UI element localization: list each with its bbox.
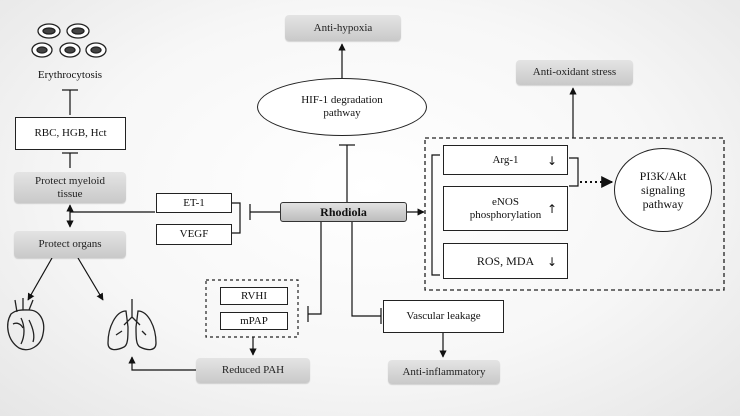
- anti-inflammatory-node: Anti-inflammatory: [388, 360, 500, 384]
- et1-node: ET-1: [156, 193, 232, 213]
- protect-myeloid-label: Protect myeloid tissue: [35, 174, 105, 200]
- anti-hypoxia-node: Anti-hypoxia: [285, 15, 401, 41]
- ros-down-arrow: ↓: [546, 255, 557, 269]
- heart-icon: [7, 298, 45, 351]
- mpap-node: mPAP: [220, 312, 288, 330]
- rhodiola-node: Rhodiola: [280, 202, 407, 222]
- lungs-icon: [107, 299, 157, 351]
- rbc-hgb-hct-node: RBC, HGB, Hct: [15, 117, 126, 150]
- reduced-pah-node: Reduced PAH: [196, 358, 310, 383]
- hif1-label: HIF-1 degradation pathway: [301, 94, 383, 119]
- arg1-label: Arg-1: [492, 153, 519, 166]
- erythrocytosis-label: Erythrocytosis: [37, 68, 103, 81]
- vegf-node: VEGF: [156, 224, 232, 245]
- vascular-leakage-node: Vascular leakage: [383, 300, 504, 333]
- enos-phosphorylation-node: eNOS phosphorylation ↑: [443, 186, 568, 231]
- enos-up-arrow: ↑: [546, 202, 557, 216]
- protect-myeloid-tissue-node: Protect myeloid tissue: [14, 172, 126, 203]
- ros-mda-node: ROS, MDA ↓: [443, 243, 568, 279]
- arg1-node: Arg-1 ↓: [443, 145, 568, 175]
- rvhi-node: RVHI: [220, 287, 288, 305]
- arg1-down-arrow: ↓: [546, 154, 557, 168]
- erythrocytes-icon: [31, 23, 107, 58]
- hif1-degradation-pathway-node: HIF-1 degradation pathway: [257, 78, 427, 136]
- enos-label: eNOS phosphorylation: [469, 195, 542, 221]
- protect-organs-node: Protect organs: [14, 231, 126, 258]
- pi3k-akt-pathway-node: PI3K/Akt signaling pathway: [614, 148, 712, 232]
- pi3k-label: PI3K/Akt signaling pathway: [639, 169, 687, 211]
- ros-mda-label: ROS, MDA: [476, 253, 535, 268]
- anti-oxidant-stress-node: Anti-oxidant stress: [516, 60, 633, 85]
